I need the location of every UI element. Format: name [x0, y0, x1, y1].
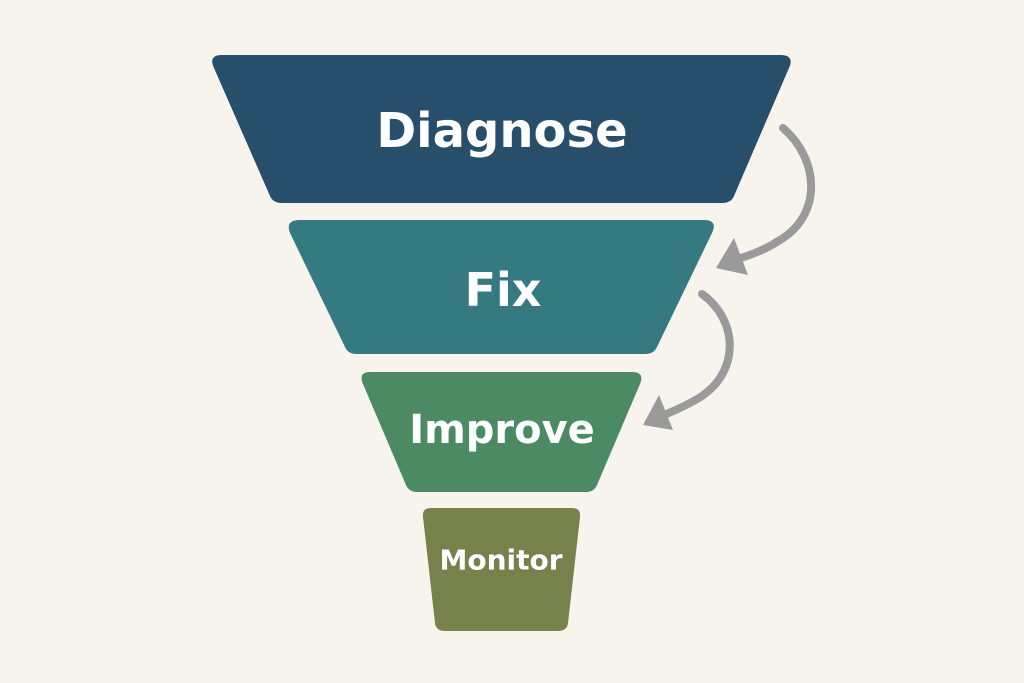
stage-shape [422, 508, 581, 631]
stage-label: Diagnose [376, 103, 627, 159]
stage-shape [212, 55, 791, 203]
funnel-stage-improve: Improve [361, 372, 642, 492]
funnel-stage-monitor: Monitor [422, 508, 581, 631]
stage-label: Monitor [439, 544, 562, 577]
stage-shape [288, 220, 714, 354]
stage-label: Improve [409, 407, 595, 453]
stage-shape [361, 372, 642, 492]
funnel-stage-diagnose: Diagnose [212, 55, 791, 203]
curved-arrow-icon [716, 124, 815, 275]
stage-label: Fix [465, 263, 542, 317]
curved-arrow-icon [643, 290, 734, 430]
funnel-stage-fix: Fix [288, 220, 714, 354]
